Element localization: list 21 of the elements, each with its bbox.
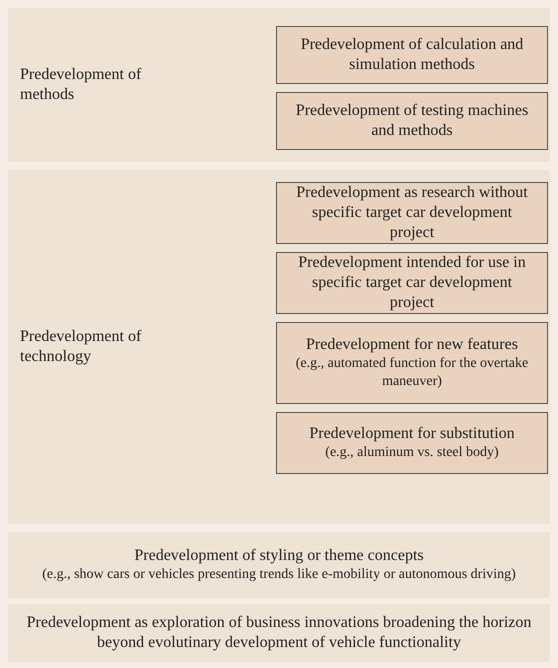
category-box (276, 322, 548, 404)
category-label: Predevelopment of methods (20, 65, 142, 105)
category-box (276, 182, 548, 244)
example-note: (e.g., aluminum vs. steel body) (324, 444, 500, 462)
category-box (276, 412, 548, 474)
box-title: Predevelopment of styling or theme concepts (133, 546, 425, 566)
box-title: Predevelopment for substitution (308, 424, 516, 444)
category-label: Predevelopment of technology (20, 327, 142, 367)
category-box (276, 92, 548, 150)
category-band (8, 8, 550, 162)
box-title: Predevelopment of testing machines and methods (294, 101, 530, 141)
category-box (276, 252, 548, 314)
example-note: (e.g., show cars or vehicles presenting trends like e-mobility or autonomous driving) (41, 566, 517, 584)
box-title: Predevelopment for new features (305, 335, 519, 355)
category-box (276, 26, 548, 84)
box-title: Predevelopment as exploration of business innovations broadening the horizon beyond evolutinary development of vehicle functionality (26, 613, 532, 653)
box-title: Predevelopment of calculation and simulation methods (300, 35, 524, 75)
example-note: (e.g., automated function for the overtake maneuver) (294, 355, 530, 391)
box-title: Predevelopment as research without specific target car development project (295, 183, 529, 243)
category-band (8, 170, 550, 524)
box-title: Predevelopment intended for use in specific target car development project (297, 253, 527, 313)
